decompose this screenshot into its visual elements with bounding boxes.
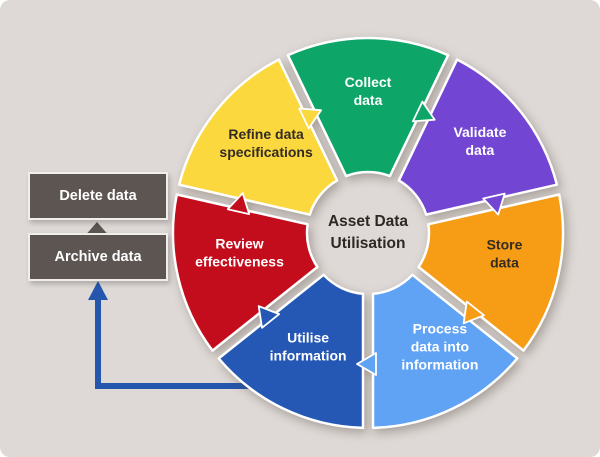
feedback-arrow-line xyxy=(95,296,292,389)
segment-label-line: Utilise xyxy=(287,329,329,345)
segment-label-collect-data: Collect data xyxy=(345,74,392,108)
segment-utilise-information xyxy=(217,273,365,430)
archive-data-label: Archive data xyxy=(54,249,142,265)
segment-refine-data-specifications xyxy=(177,58,339,216)
segment-label-line: specifications xyxy=(219,144,313,160)
flow-chevron-collect-data xyxy=(411,100,436,123)
segment-validate-data xyxy=(397,58,559,216)
hub-title: Asset Data Utilisation xyxy=(296,204,440,262)
segment-label-process-data-into-information: Process data into information xyxy=(401,320,478,372)
delete-data-label: Delete data xyxy=(59,188,137,204)
segment-label-line: information xyxy=(270,347,347,363)
segment-label-line: Review xyxy=(215,236,263,252)
segment-label-line: data into xyxy=(411,338,469,354)
segment-store-data xyxy=(417,193,565,352)
archive-data-box: Archive data xyxy=(28,233,168,281)
segment-label-validate-data: Validate data xyxy=(453,124,506,158)
flow-chevron-review-effectiveness xyxy=(226,192,251,216)
flow-chevron-utilise-information xyxy=(257,305,281,329)
delete-data-box: Delete data xyxy=(28,172,168,220)
segment-label-line: data xyxy=(490,255,519,271)
segment-label-utilise-information: Utilise information xyxy=(270,329,347,363)
segment-label-refine-data-specifications: Refine data specifications xyxy=(219,126,313,160)
segment-collect-data xyxy=(286,36,450,178)
segment-label-line: data xyxy=(354,92,383,108)
segment-label-line: data xyxy=(466,142,495,158)
segment-label-line: Store xyxy=(487,237,523,253)
segment-label-line: Collect xyxy=(345,74,392,90)
segment-review-effectiveness xyxy=(171,193,319,352)
flow-chevron-refine-data-specifications xyxy=(298,107,323,130)
feedback-arrow-head xyxy=(88,281,108,300)
hub-title-line-1: Asset Data xyxy=(327,213,409,230)
segment-label-line: Process xyxy=(413,320,468,336)
flow-chevron-store-data xyxy=(462,300,485,325)
cycle-ring xyxy=(171,36,565,430)
segment-label-store-data: Store data xyxy=(487,237,523,271)
segment-label-line: Refine data xyxy=(228,126,304,142)
hub-title-line-2: Utilisation xyxy=(330,235,406,252)
flow-chevron-process-data-into-information xyxy=(356,352,377,376)
segment-label-line: Validate xyxy=(453,124,506,140)
flow-chevron-validate-data xyxy=(482,192,506,216)
segment-process-data-into-information xyxy=(371,273,519,430)
segment-label-review-effectiveness: Review effectiveness xyxy=(195,236,284,270)
segment-label-line: effectiveness xyxy=(195,254,284,270)
segment-label-line: information xyxy=(401,356,478,372)
